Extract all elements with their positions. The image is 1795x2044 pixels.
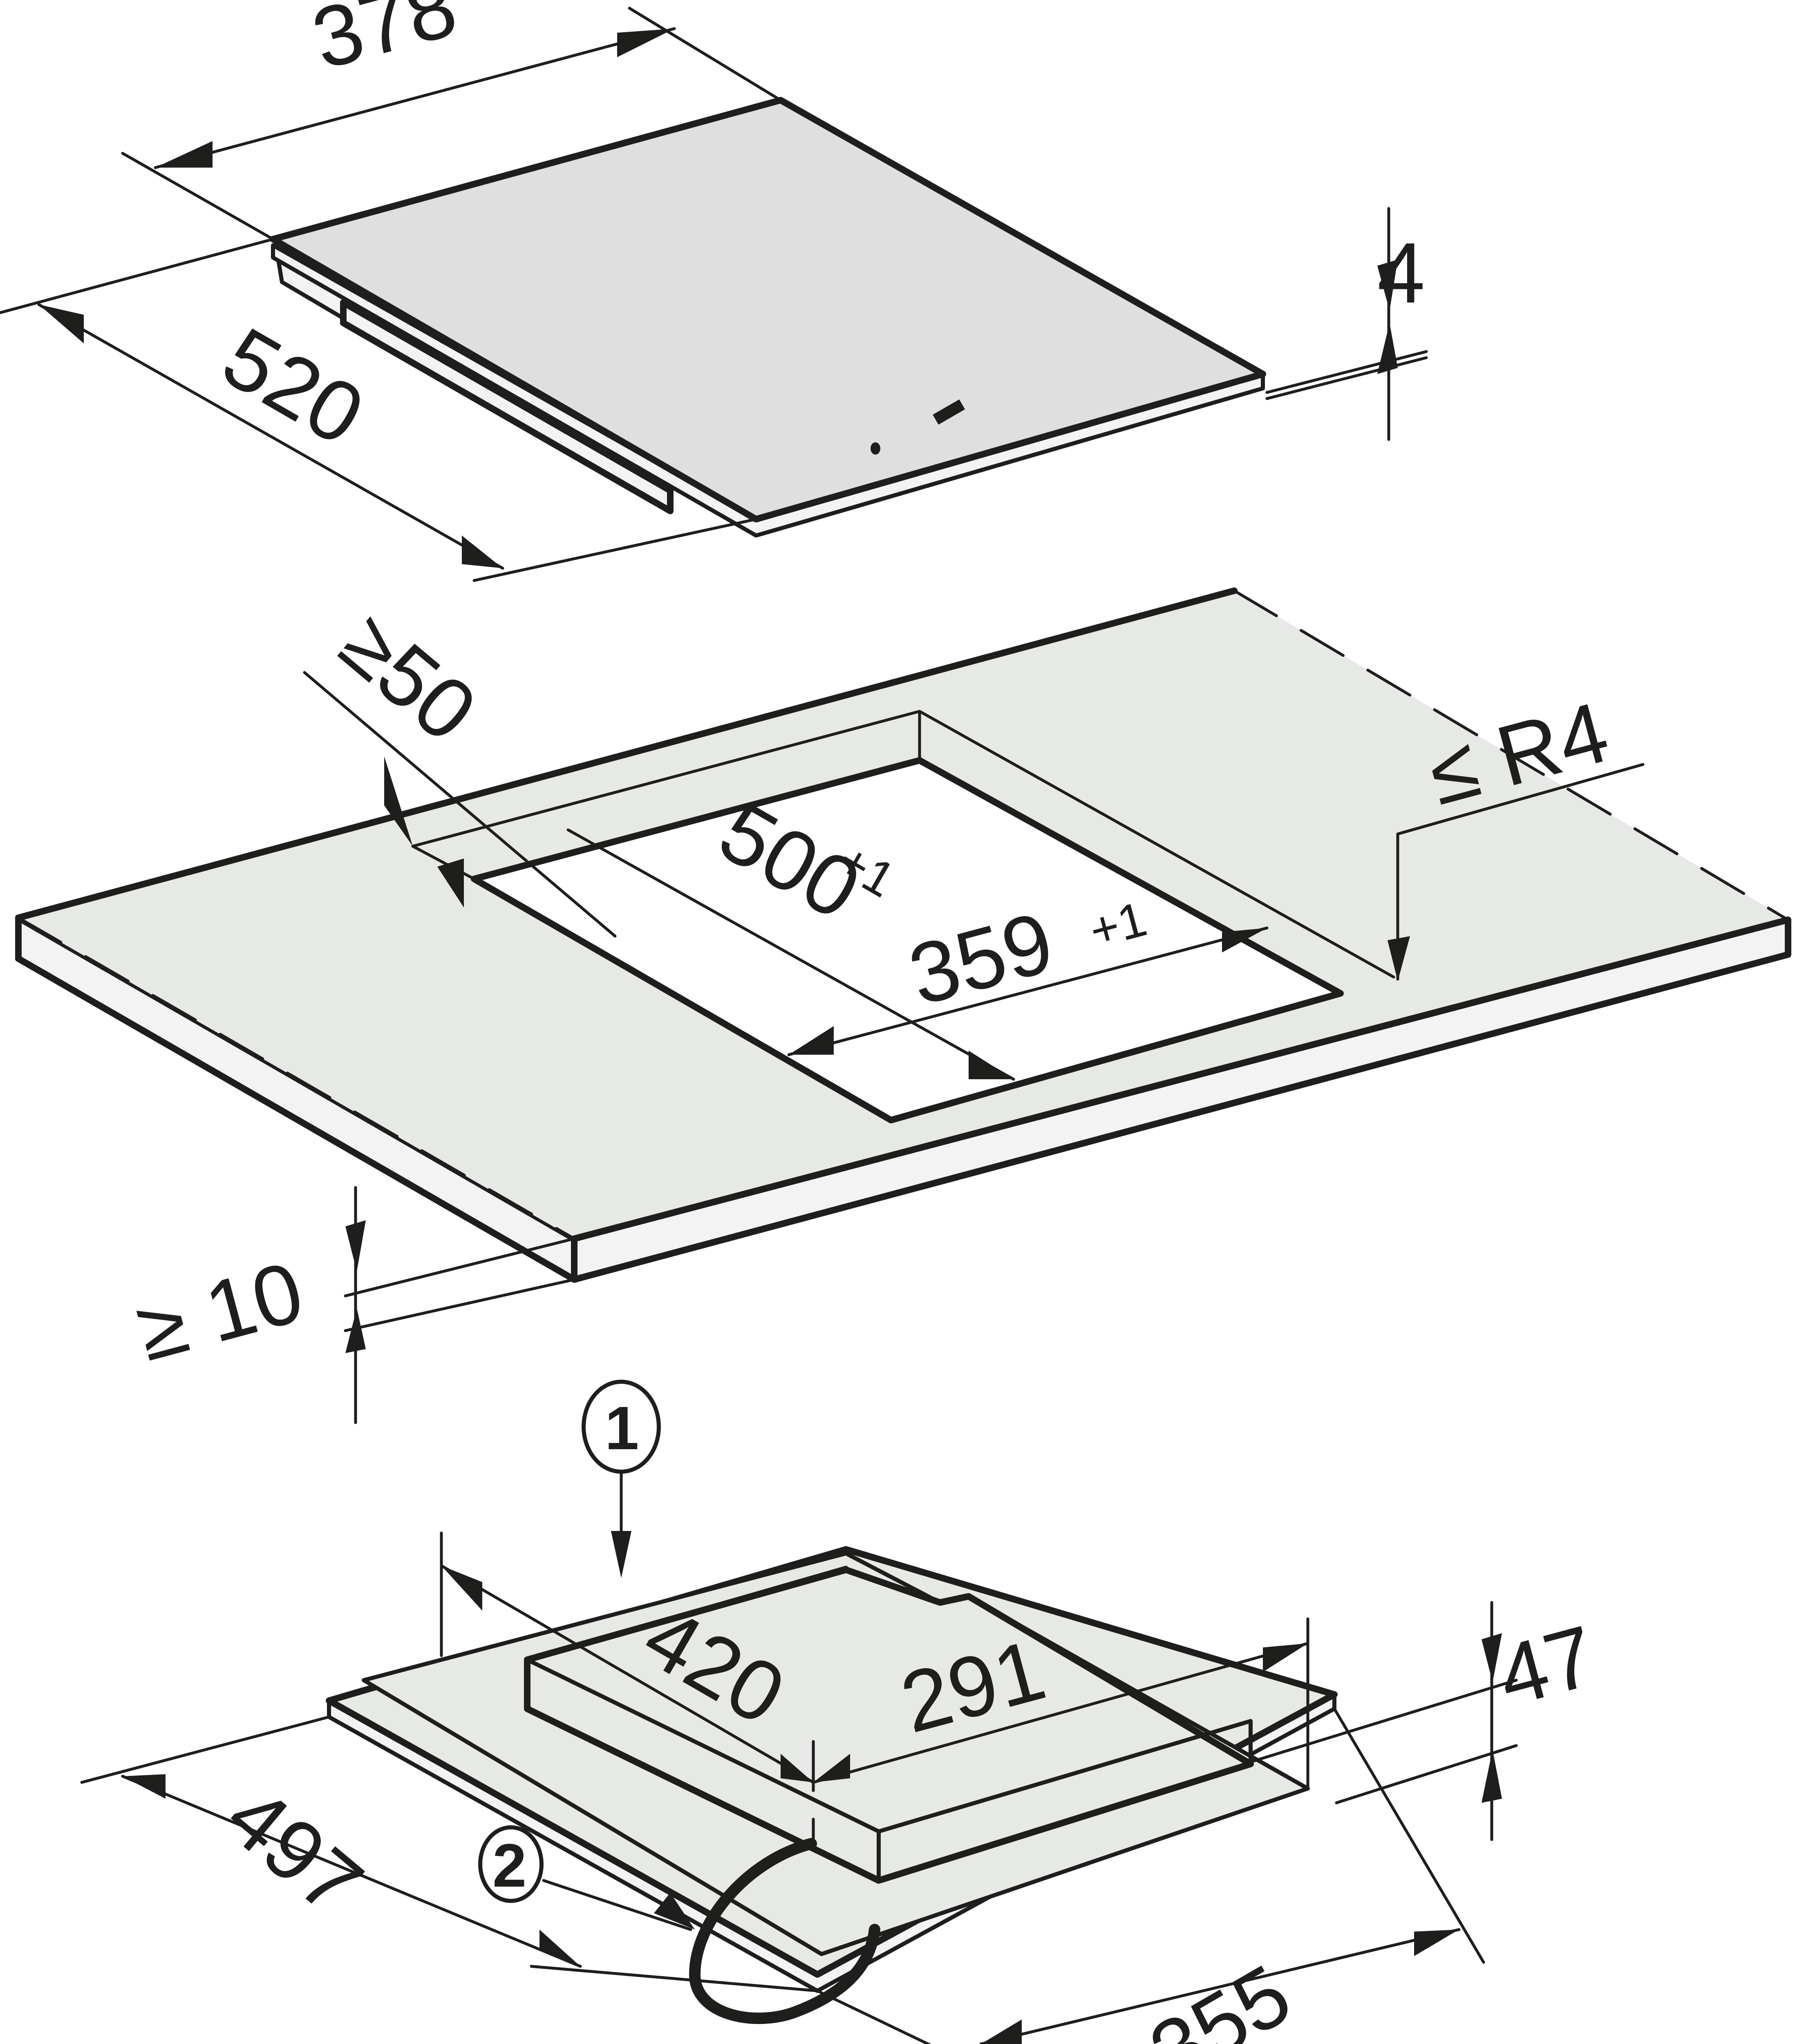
callout-2: 2 — [478, 1825, 695, 1931]
dim-label-4: 4 — [1377, 225, 1425, 321]
callout-1-number: 1 — [605, 1394, 639, 1462]
hob-appliance — [270, 97, 1266, 538]
callout-2-number: 2 — [492, 1831, 526, 1900]
callout-1: 1 — [582, 1380, 661, 1578]
dim-label-min-10: ≥ 10 — [127, 1243, 313, 1379]
dim-label-min-50: ≥50 — [323, 594, 494, 760]
dim-label-497: 497 — [209, 1768, 380, 1933]
dim-label-355: 355 — [1134, 1946, 1306, 2044]
dim-label-378: 378 — [303, 0, 466, 87]
mains-cable — [689, 1838, 880, 2024]
brand-logo — [933, 399, 965, 425]
hob-underside — [326, 1546, 1338, 2024]
countertop — [15, 587, 1791, 1283]
dim-thickness-4: 4 — [1265, 207, 1428, 441]
dim-label-47: 47 — [1488, 1607, 1605, 1724]
control-dot-icon — [871, 442, 880, 455]
